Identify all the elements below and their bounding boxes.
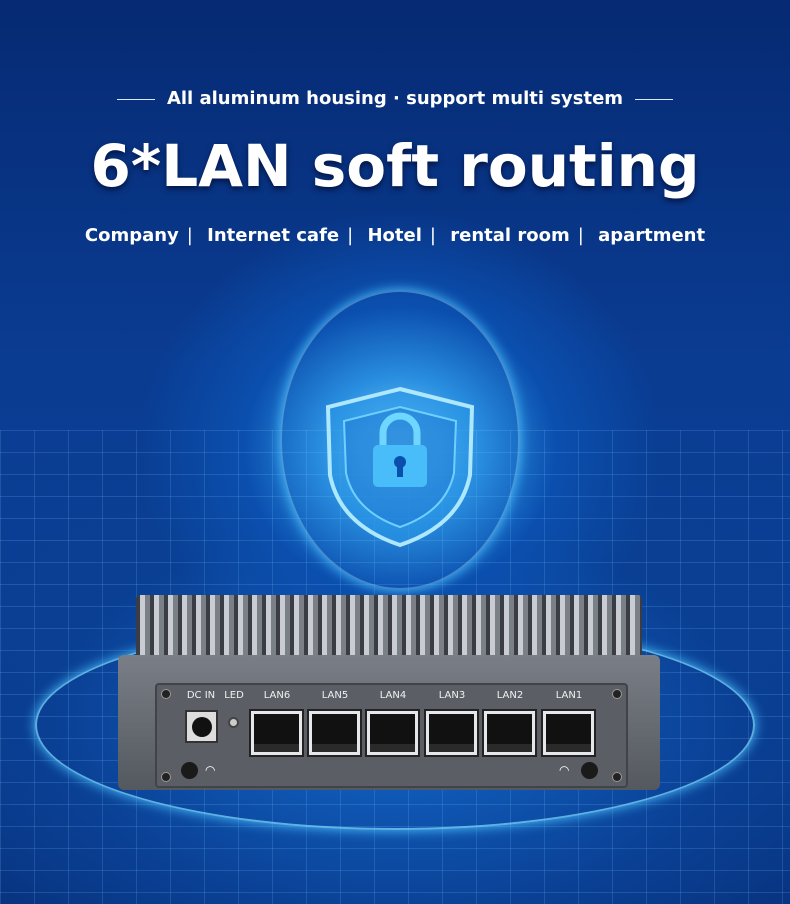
lan2-port: [482, 709, 537, 757]
lan4-port: [365, 709, 420, 757]
use-cases: Company| Internet cafe| Hotel| rental ro…: [84, 225, 706, 246]
screw-icon: [612, 772, 622, 782]
port-label: LAN1: [555, 690, 583, 701]
port-label: LAN2: [496, 690, 524, 701]
port-label: LAN4: [379, 690, 407, 701]
lan3-port: [424, 709, 479, 757]
lan1-port: [541, 709, 596, 757]
dc-in-label: DC IN: [186, 690, 216, 701]
shield-lock-icon: [325, 386, 475, 548]
antenna-mount: [581, 762, 598, 779]
dc-power-jack: [185, 710, 218, 743]
screw-icon: [612, 689, 622, 699]
screw-icon: [161, 772, 171, 782]
screw-icon: [161, 689, 171, 699]
led-indicator: [228, 717, 239, 728]
port-label: LAN6: [263, 690, 291, 701]
lan6-port: [249, 709, 304, 757]
antenna-mount: [181, 762, 198, 779]
port-label: LAN3: [438, 690, 466, 701]
halo-ring: [280, 290, 520, 590]
tagline: All aluminum housing · support multi sys…: [0, 88, 790, 109]
lan5-port: [307, 709, 362, 757]
front-panel: DC IN LED LAN6 LAN5 LAN4 LAN3 LAN2 LAN1 …: [155, 683, 628, 788]
wifi-icon: ◠: [205, 763, 216, 777]
wifi-icon: ◠: [559, 763, 570, 777]
port-label: LAN5: [321, 690, 349, 701]
led-label: LED: [224, 690, 244, 701]
router-device: DC IN LED LAN6 LAN5 LAN4 LAN3 LAN2 LAN1 …: [118, 595, 660, 795]
page-title: 6*LAN soft routing: [90, 132, 700, 200]
